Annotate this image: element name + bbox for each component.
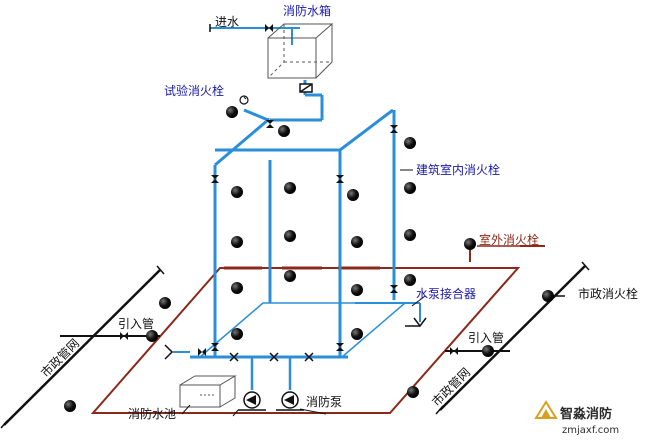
label-municipal-network-left: 市政管网 — [38, 336, 83, 381]
pressure-gauge-icon — [239, 95, 249, 105]
check-valve-icon — [299, 83, 313, 93]
fire-water-pool — [179, 375, 237, 408]
label-test-hydrant: 试验消火栓 — [164, 83, 224, 98]
fire-pump-icon — [276, 391, 304, 411]
outdoor-tee-icon — [164, 344, 174, 360]
municipal-network-ticks — [0, 261, 590, 429]
leader-lines — [181, 169, 426, 415]
valves — [120, 24, 458, 362]
watermark-title: 智淼消防 — [560, 406, 612, 422]
label-indoor-hydrant: 建筑室内消火栓 — [416, 162, 500, 177]
label-municipal-hydrant: 市政消火栓 — [578, 286, 638, 301]
indoor-hydrants — [226, 106, 416, 340]
label-fire-pool: 消防水池 — [128, 406, 176, 421]
watermark-logo — [534, 400, 558, 419]
label-fire-water-tank: 消防水箱 — [283, 3, 331, 18]
outdoor-ring-main — [90, 245, 545, 414]
label-fire-pump: 消防泵 — [306, 394, 342, 409]
label-municipal-network-right: 市政管网 — [429, 365, 474, 410]
fire-water-tank — [267, 23, 334, 79]
watermark-url: zmjaxf.com — [562, 425, 619, 436]
label-outdoor-hydrant: 室外消火栓 — [479, 232, 539, 247]
label-pump-adapter: 水泵接合器 — [416, 286, 476, 301]
label-water-inlet: 进水 — [215, 15, 239, 29]
outdoor-hydrants — [64, 238, 554, 412]
indoor-pipe-network — [173, 27, 421, 390]
label-inlet-pipe-right: 引入管 — [468, 330, 504, 345]
fire-pump-icon — [232, 391, 266, 417]
pump-adapter-icon — [405, 317, 427, 328]
label-inlet-pipe-left: 引入管 — [118, 316, 154, 331]
